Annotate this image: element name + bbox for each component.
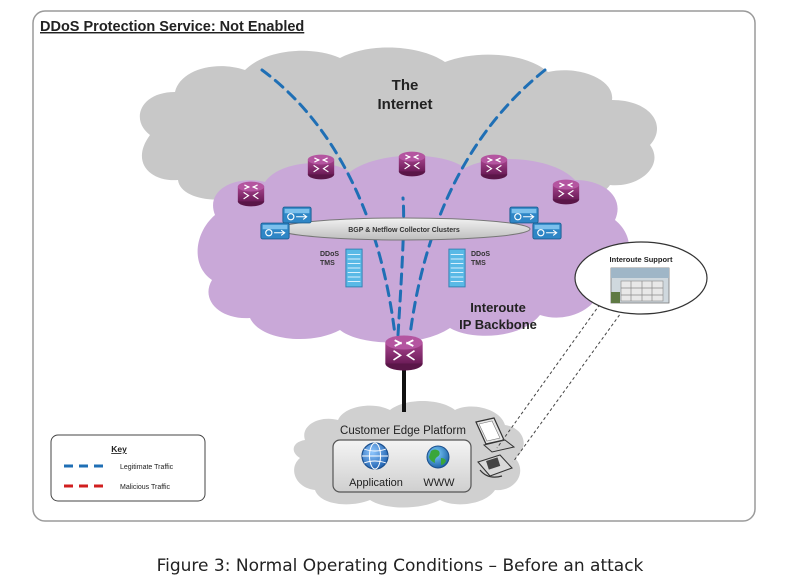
backbone-label-line1: Interoute — [470, 300, 526, 315]
backbone-label-line2: IP Backbone — [459, 317, 537, 332]
support-link-2 — [512, 305, 627, 463]
router-icon — [237, 180, 265, 208]
edge-router-icon — [384, 334, 424, 372]
interoute-support-label: Interoute Support — [610, 255, 673, 264]
switch-icon — [532, 222, 562, 240]
traffic-path-left — [260, 68, 397, 337]
switch-icon — [260, 222, 290, 240]
internet-label-line1: The — [392, 77, 419, 94]
tms-right-line1: DDoS — [471, 251, 490, 258]
application-icon — [361, 442, 389, 470]
backbone-cloud — [197, 155, 630, 343]
internet-label-line2: Internet — [377, 96, 432, 113]
ddos-tms-server-icon — [345, 248, 363, 288]
frame-title: DDoS Protection Service: Not Enabled — [40, 19, 304, 35]
support-link-1 — [496, 299, 604, 449]
support-building-image — [610, 267, 670, 304]
traffic-path-center — [396, 196, 406, 337]
legend-title: Key — [111, 444, 127, 454]
www-label: WWW — [423, 477, 455, 489]
www-globe-icon — [426, 445, 450, 469]
laptop-icon — [475, 417, 516, 453]
tms-left-line2: TMS — [320, 260, 335, 267]
customer-platform-title: Customer Edge Platform — [340, 425, 466, 437]
tms-left-line1: DDoS — [320, 251, 339, 258]
legend-label-legitimate: Legitimate Traffic — [120, 464, 174, 471]
legend-label-malicious: Malicious Traffic — [120, 484, 171, 491]
tms-right-line2: TMS — [471, 260, 486, 267]
telephone-icon — [477, 454, 513, 478]
router-icon — [552, 178, 580, 206]
switch-icon — [282, 206, 312, 224]
ddos-tms-server-icon — [448, 248, 466, 288]
router-icon — [398, 150, 426, 178]
switch-icon — [509, 206, 539, 224]
application-label: Application — [349, 477, 403, 489]
collector-cluster-label: BGP & Netflow Collector Clusters — [348, 227, 460, 234]
traffic-path-right — [408, 68, 547, 337]
legitimate-traffic-paths — [260, 68, 547, 337]
legend-box — [50, 434, 206, 502]
router-icon — [307, 153, 335, 181]
figure-caption: Figure 3: Normal Operating Conditions – … — [156, 556, 644, 576]
router-icon — [480, 153, 508, 181]
